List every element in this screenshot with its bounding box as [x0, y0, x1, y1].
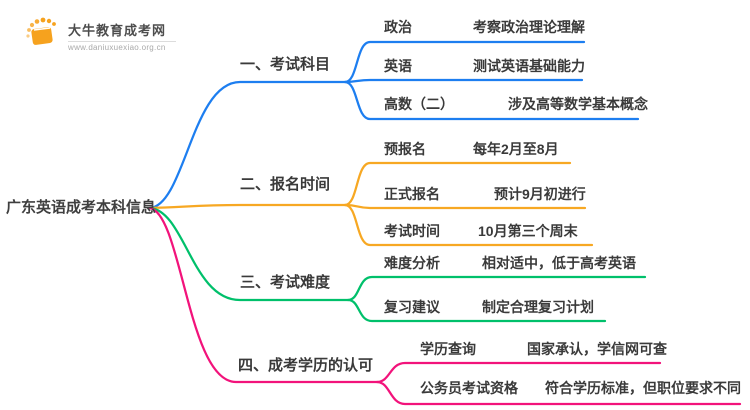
- logo-book-icon: [26, 17, 56, 45]
- branch1-child3-label: 高数（二）: [384, 96, 454, 112]
- branch2-child3-label: 考试时间: [384, 223, 440, 239]
- branch2-child1-label: 预报名: [384, 141, 426, 157]
- logo-title: 大牛教育成考网: [68, 23, 167, 38]
- branch2-child2-connector: [343, 203, 587, 210]
- branch4-main-connector: [148, 206, 379, 384]
- branch2-child2-desc: 预计9月初进行: [494, 186, 586, 202]
- branch3-child1-label: 难度分析: [384, 255, 440, 271]
- site-logo: 大牛教育成考网 www.daniuxuexiao.org.cn: [24, 16, 176, 52]
- branch2-main-connector: [148, 203, 347, 210]
- branch4-child1-label: 学历查询: [420, 341, 476, 357]
- branch2-child1-desc: 每年2月至8月: [473, 141, 559, 157]
- branch1-child2-connector: [343, 78, 584, 84]
- branch1-main-connector: [148, 80, 347, 210]
- branch4-child2-connector: [375, 380, 742, 406]
- branch3-main-connector: [148, 206, 350, 302]
- branch4-child1-connector: [375, 361, 662, 384]
- branch1-child2-label: 英语: [384, 58, 412, 74]
- branch3-child2-desc: 制定合理复习计划: [482, 299, 594, 315]
- logo-divider: [68, 41, 176, 42]
- branch4-label: 四、成考学历的认可: [238, 357, 374, 374]
- root-node-label: 广东英语成考本科信息: [6, 199, 157, 216]
- branch1-child3-desc: 涉及高等数学基本概念: [508, 96, 648, 112]
- branch1-child1-label: 政治: [384, 19, 412, 35]
- branch2-child3-desc: 10月第三个周末: [478, 223, 578, 239]
- logo-url: www.daniuxuexiao.org.cn: [68, 43, 166, 52]
- branch3-child1-desc: 相对适中，低于高考英语: [482, 255, 636, 271]
- branch4-child1-desc: 国家承认，学信网可查: [527, 341, 667, 357]
- branch4-child2-label: 公务员考试资格: [420, 380, 518, 396]
- branch3-child2-label: 复习建议: [384, 299, 440, 315]
- branch1-label: 一、考试科目: [240, 56, 331, 73]
- branch2-child3-connector: [343, 203, 594, 247]
- branch3-child2-connector: [346, 298, 607, 323]
- branch1-child3-connector: [343, 80, 640, 121]
- branch2-child2-label: 正式报名: [384, 186, 440, 202]
- branch1-child1-connector: [343, 40, 586, 84]
- branch3-child1-connector: [346, 275, 647, 302]
- branch3-label: 三、考试难度: [240, 274, 331, 291]
- branch2-child1-connector: [343, 161, 572, 207]
- branch2-label: 二、报名时间: [240, 176, 331, 193]
- branch4-child2-desc: 符合学历标准，但职位要求不同: [545, 380, 741, 396]
- branch1-child1-desc: 考察政治理论理解: [473, 19, 585, 35]
- branch1-child2-desc: 测试英语基础能力: [473, 58, 585, 74]
